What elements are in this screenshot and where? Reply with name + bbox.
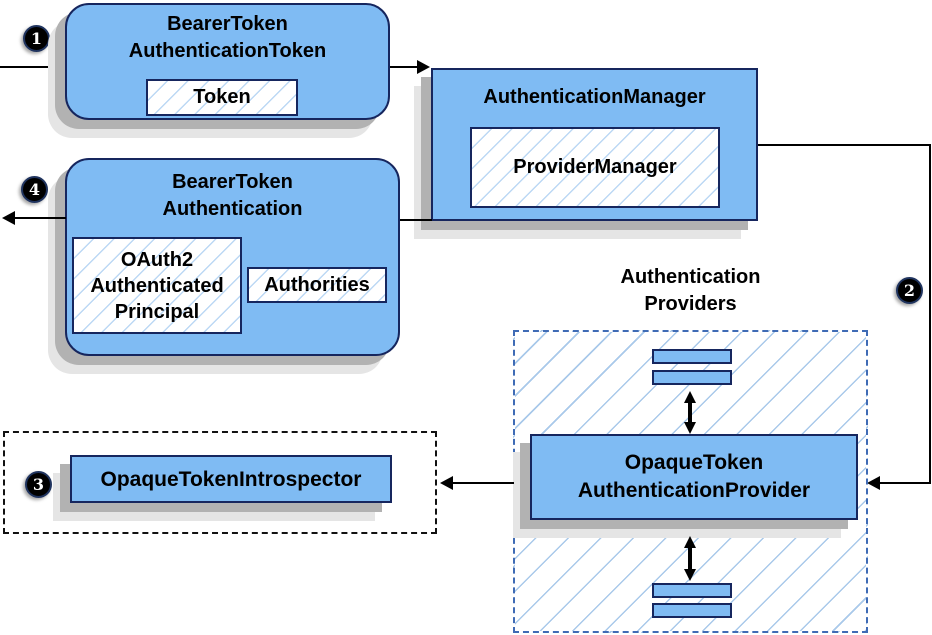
principal-line-1: OAuth2 [120,248,194,271]
bidirectional-arrow-shaft [688,546,692,570]
connector-incoming-request [0,66,64,68]
provider-manager-field: ProviderManager [470,127,720,208]
bearer-token-authentication-token-title: BearerToken AuthenticationToken [67,5,388,65]
title-line-2: AuthenticationToken [128,40,327,62]
connector-into-provider [876,482,931,484]
step-2-number: 2 [903,281,916,300]
step-2-badge: 2 [896,277,923,304]
title-line-2: AuthenticationProvider [577,479,811,502]
step-1-number: 1 [30,29,43,48]
group-title-line-1: Authentication [620,266,761,288]
connector-token-to-manager [390,66,418,68]
bidirectional-arrow-shaft [688,401,692,423]
bearer-token-authentication-node: BearerToken Authentication OAuth2 Authen… [65,158,400,356]
step-4-badge: 4 [21,176,48,203]
arrow-down-icon [684,569,696,581]
authentication-manager-node: AuthenticationManager ProviderManager [431,68,758,221]
opaque-token-introspector-title: OpaqueTokenIntrospector [100,467,362,491]
authorities-label: Authorities [264,273,370,296]
step-4-number: 4 [28,180,41,199]
step-3-badge: 3 [25,471,52,498]
title-line-1: BearerToken [167,13,288,35]
connector-right-down [929,144,931,484]
principal-line-2: Authenticated [90,274,224,297]
arrow-up-icon [684,536,696,548]
step-1-badge: 1 [23,25,50,52]
placeholder-provider-bar [652,370,732,385]
step-3-number: 3 [32,475,45,494]
authentication-manager-title: AuthenticationManager [483,86,706,108]
provider-manager-label: ProviderManager [513,156,677,178]
group-title-line-2: Providers [644,293,737,315]
arrow-right-icon [417,60,430,74]
authorities-field: Authorities [247,267,387,303]
connector-authentication-out [14,217,66,219]
placeholder-provider-bar [652,349,732,364]
connector-manager-to-authentication [399,219,432,221]
arrow-up-icon [684,391,696,403]
opaque-token-authentication-provider-title: OpaqueToken AuthenticationProvider [578,449,810,505]
title-line-1: OpaqueToken [624,451,764,474]
placeholder-provider-bar [652,603,732,618]
connector-manager-right [758,144,931,146]
token-field: Token [146,79,298,116]
oauth2-authenticated-principal-field: OAuth2 Authenticated Principal [72,237,242,334]
bearer-token-authentication-token-node: BearerToken AuthenticationToken Token [65,3,390,120]
arrow-left-icon [440,476,453,490]
authentication-providers-group-title: Authentication Providers [513,264,868,318]
opaque-token-authentication-provider-node: OpaqueToken AuthenticationProvider [530,434,858,520]
bearer-token-authentication-title: BearerToken Authentication [67,160,398,223]
principal-line-3: Principal [114,300,200,323]
arrow-left-icon [2,211,15,225]
introspector-group-box [3,431,437,534]
title-line-2: Authentication [162,198,303,220]
arrow-down-icon [684,422,696,434]
token-label: Token [193,86,251,108]
title-line-1: BearerToken [172,171,293,193]
connector-provider-to-introspector [452,482,514,484]
placeholder-provider-bar [652,583,732,598]
opaque-token-introspector-node: OpaqueTokenIntrospector [70,455,392,503]
arrow-left-icon [867,476,880,490]
